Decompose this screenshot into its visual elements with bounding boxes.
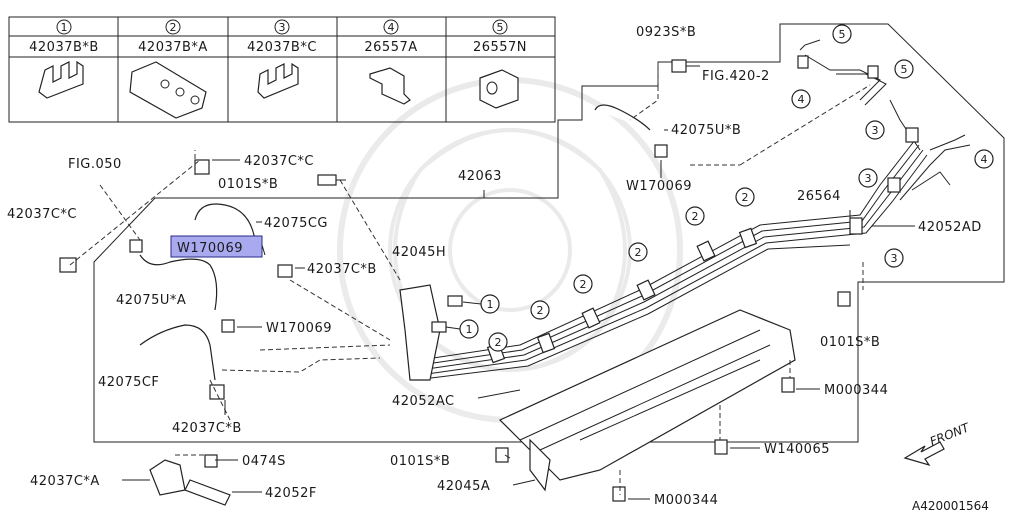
part-42037c-a[interactable]: 42037C*A <box>30 474 100 489</box>
underbody-cover[interactable] <box>498 309 796 481</box>
svg-text:2: 2 <box>692 210 699 223</box>
part-42045a[interactable]: 42045A <box>437 479 490 494</box>
part-42052ac[interactable]: 42052AC <box>392 394 455 409</box>
part-m000344-b[interactable]: M000344 <box>654 493 718 508</box>
hose-42075cg[interactable] <box>194 203 256 241</box>
callout-2[interactable]: 2 <box>573 274 593 294</box>
fuel-pipe-bundle <box>414 39 971 381</box>
part-42052f[interactable]: 42052F <box>265 486 317 501</box>
part-42037c-c-left[interactable]: 42037C*C <box>7 207 77 222</box>
callout-4[interactable]: 4 <box>791 89 811 109</box>
callout-2[interactable]: 2 <box>735 187 755 207</box>
svg-text:2: 2 <box>537 304 544 317</box>
part-labels: FIG.050 42037C*C 0101S*B 42037C*C 42075C… <box>7 25 982 508</box>
part-w170069-right[interactable]: W170069 <box>626 179 692 194</box>
svg-text:3: 3 <box>865 172 872 185</box>
svg-text:3: 3 <box>872 124 879 137</box>
svg-text:2: 2 <box>580 278 587 291</box>
svg-text:26557N: 26557N <box>473 40 527 55</box>
clip-3-icon <box>257 62 299 99</box>
svg-text:2: 2 <box>170 21 177 34</box>
diagram-reference-code: A420001564 <box>912 499 989 512</box>
part-42037c-b-low[interactable]: 42037C*B <box>172 421 242 436</box>
part-42075cg[interactable]: 42075CG <box>264 216 328 231</box>
callout-2[interactable]: 2 <box>530 300 550 320</box>
hardware <box>59 59 851 506</box>
callout-5[interactable]: 5 <box>894 59 914 79</box>
clip-1-icon <box>38 60 84 99</box>
callout-3[interactable]: 3 <box>858 168 878 188</box>
part-0923s-b[interactable]: 0923S*B <box>636 25 696 40</box>
part-42075u-a[interactable]: 42075U*A <box>116 293 186 308</box>
legend-cell-3[interactable]: 3 42037B*C <box>247 19 317 99</box>
svg-text:1: 1 <box>466 323 473 336</box>
callout-2[interactable]: 2 <box>488 332 508 352</box>
hose-42075u-a[interactable] <box>139 254 218 311</box>
svg-text:2: 2 <box>495 336 502 349</box>
callout-1[interactable]: 1 <box>445 319 479 339</box>
svg-text:2: 2 <box>635 246 642 259</box>
svg-text:1: 1 <box>61 21 68 34</box>
part-0101s-b-low[interactable]: 0101S*B <box>390 454 450 469</box>
svg-text:4: 4 <box>981 153 988 166</box>
svg-text:26557A: 26557A <box>364 40 417 55</box>
part-w170069-mid[interactable]: W170069 <box>266 321 332 336</box>
svg-text:5: 5 <box>901 63 908 76</box>
svg-text:42037B*B: 42037B*B <box>29 40 99 55</box>
legend-table <box>8 16 556 123</box>
callout-3[interactable]: 3 <box>865 120 885 140</box>
callout-1[interactable]: 1 <box>462 294 500 314</box>
protector-42045h[interactable] <box>399 284 441 381</box>
svg-text:W170069: W170069 <box>177 241 243 256</box>
part-m000344-a[interactable]: M000344 <box>824 383 888 398</box>
front-direction-indicator: FRONT <box>903 420 973 467</box>
part-42045h[interactable]: 42045H <box>392 245 446 260</box>
callout-4[interactable]: 4 <box>974 149 994 169</box>
fig-050-link[interactable]: FIG.050 <box>68 157 122 172</box>
svg-text:42037B*A: 42037B*A <box>138 40 208 55</box>
svg-text:FRONT: FRONT <box>928 420 973 449</box>
svg-text:3: 3 <box>891 252 898 265</box>
clip-4-icon <box>369 67 411 105</box>
part-42063[interactable]: 42063 <box>458 169 502 184</box>
clip-5-icon <box>479 69 519 109</box>
highlighted-part-w170069[interactable]: W170069 <box>170 235 263 258</box>
svg-text:2: 2 <box>742 191 749 204</box>
part-26564[interactable]: 26564 <box>797 189 841 204</box>
callout-3[interactable]: 3 <box>884 248 904 268</box>
part-0101s-b-right[interactable]: 0101S*B <box>820 335 880 350</box>
clip-2-icon <box>129 61 207 119</box>
part-0101s-b-top[interactable]: 0101S*B <box>218 177 278 192</box>
legend-cell-5[interactable]: 5 26557N <box>473 19 527 109</box>
hose-42075u-b[interactable] <box>594 104 651 131</box>
legend-cell-1[interactable]: 1 42037B*B <box>29 19 99 99</box>
hose-42075cf[interactable] <box>139 324 216 381</box>
svg-text:5: 5 <box>839 28 846 41</box>
part-42037c-c-top[interactable]: 42037C*C <box>244 154 314 169</box>
svg-text:5: 5 <box>497 21 504 34</box>
callout-2[interactable]: 2 <box>628 242 648 262</box>
svg-text:4: 4 <box>388 21 395 34</box>
callout-markers: 1 1 2 2 2 2 2 2 3 3 3 4 4 5 5 <box>445 24 994 352</box>
callout-2[interactable]: 2 <box>685 206 705 226</box>
fig-420-2-link[interactable]: FIG.420-2 <box>702 69 770 84</box>
part-42075cf[interactable]: 42075CF <box>98 375 159 390</box>
part-0474s[interactable]: 0474S <box>242 454 286 469</box>
part-w140065[interactable]: W140065 <box>764 442 830 457</box>
svg-text:3: 3 <box>279 21 286 34</box>
part-42075u-b[interactable]: 42075U*B <box>671 123 741 138</box>
svg-text:4: 4 <box>798 93 805 106</box>
leader-lines <box>69 62 871 495</box>
callout-5[interactable]: 5 <box>832 24 852 44</box>
svg-text:42037B*C: 42037B*C <box>247 40 317 55</box>
svg-text:1: 1 <box>487 298 494 311</box>
legend-cell-2[interactable]: 2 42037B*A <box>129 19 208 119</box>
part-42037c-b-mid[interactable]: 42037C*B <box>307 262 377 277</box>
legend-cell-4[interactable]: 4 26557A <box>364 19 417 105</box>
part-42052ad[interactable]: 42052AD <box>918 220 982 235</box>
